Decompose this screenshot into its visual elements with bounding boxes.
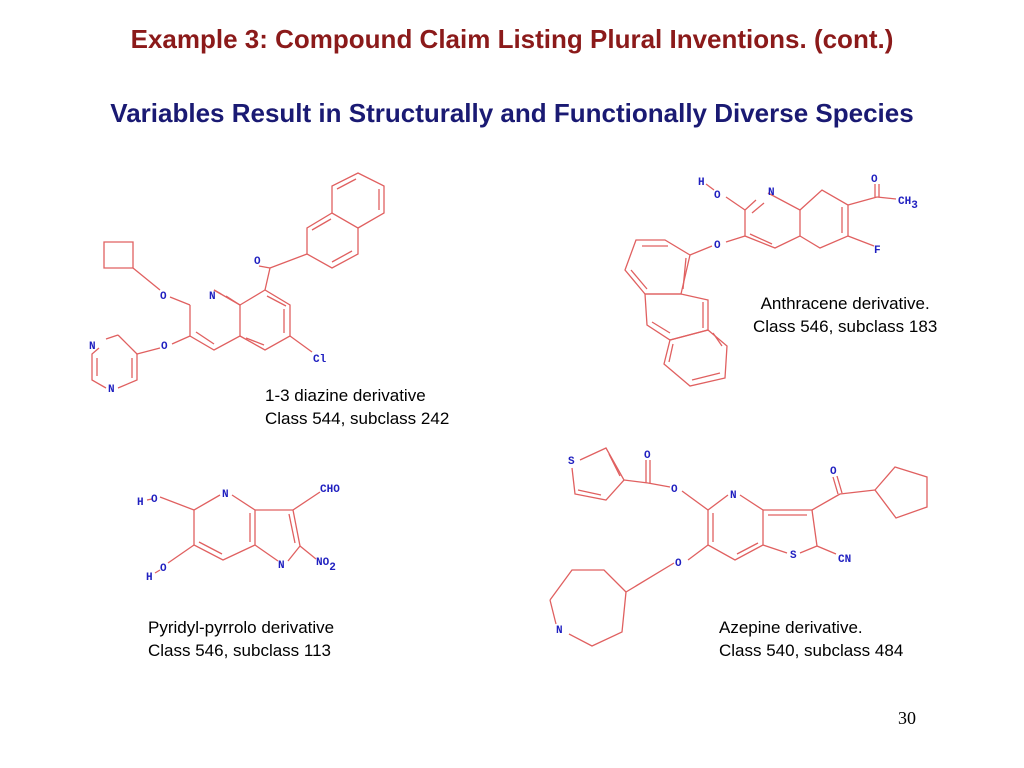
structure-azepine: S O O N O S CN O N: [549, 447, 928, 647]
atom-n-pyrimidine-1: N: [89, 341, 96, 353]
slide-title: Example 3: Compound Claim Listing Plural…: [130, 24, 894, 54]
atom-n-ring: N: [222, 489, 229, 501]
caption-diazine: 1-3 diazine derivative Class 544, subcla…: [265, 384, 449, 430]
atom-o-ether: O: [675, 558, 682, 570]
atom-o2: O: [160, 563, 167, 575]
atom-h: H: [698, 177, 705, 189]
atom-n-ring: N: [209, 291, 216, 303]
atom-o-carbonyl-1: O: [644, 450, 651, 462]
page-number: 30: [898, 708, 916, 728]
atom-cho: CHO: [320, 484, 340, 496]
atom-s-thiophene: S: [568, 456, 575, 468]
atom-f: F: [874, 245, 881, 257]
atom-o1: O: [151, 494, 158, 506]
atom-o-carbonyl: O: [871, 174, 878, 186]
atom-o1: O: [160, 291, 167, 303]
atom-o-ester: O: [671, 484, 678, 496]
structure-diazine: O N O O Cl N N: [89, 172, 385, 396]
atom-o-carbonyl-2: O: [830, 466, 837, 478]
caption-azepine-name: Azepine derivative.: [719, 618, 863, 637]
atom-no2: NO2: [316, 557, 336, 574]
atom-n-ring: N: [730, 490, 737, 502]
caption-azepine-class: Class 540, subclass 484: [719, 641, 904, 660]
atom-cl: Cl: [313, 354, 327, 366]
atom-n-pyrrole: N: [278, 560, 285, 572]
atom-o2: O: [161, 341, 168, 353]
atom-o-hydroxyl: O: [714, 190, 721, 202]
atom-n-pyrimidine-2: N: [108, 384, 115, 396]
structure-pyridyl-pyrrolo: H O N CHO H O N NO2: [137, 484, 340, 584]
atom-n-ring: N: [768, 187, 775, 199]
atom-h2: H: [146, 572, 153, 584]
caption-pyridyl-pyrrolo-name: Pyridyl-pyrrolo derivative: [148, 618, 335, 637]
structure-anthracene: H O N O CH3 O F: [624, 174, 918, 387]
caption-diazine-name: 1-3 diazine derivative: [265, 386, 426, 405]
caption-pyridyl-pyrrolo-class: Class 546, subclass 113: [148, 641, 332, 660]
caption-diazine-class: Class 544, subclass 242: [265, 409, 450, 428]
atom-cn: CN: [838, 554, 851, 566]
caption-anthracene-name: Anthracene derivative.: [760, 294, 930, 313]
caption-anthracene: Anthracene derivative. Class 546, subcla…: [753, 292, 937, 338]
atom-s-ring: S: [790, 550, 797, 562]
atom-h1: H: [137, 497, 144, 509]
atom-o-ether: O: [714, 240, 721, 252]
caption-azepine: Azepine derivative. Class 540, subclass …: [719, 616, 903, 662]
slide-subtitle: Variables Result in Structurally and Fun…: [110, 98, 914, 128]
caption-pyridyl-pyrrolo: Pyridyl-pyrrolo derivative Class 546, su…: [148, 616, 334, 662]
atom-ch3: CH3: [898, 196, 918, 212]
atom-o-carbonyl: O: [254, 256, 261, 268]
caption-anthracene-class: Class 546, subclass 183: [753, 317, 938, 336]
atom-n-azepine: N: [556, 625, 563, 637]
